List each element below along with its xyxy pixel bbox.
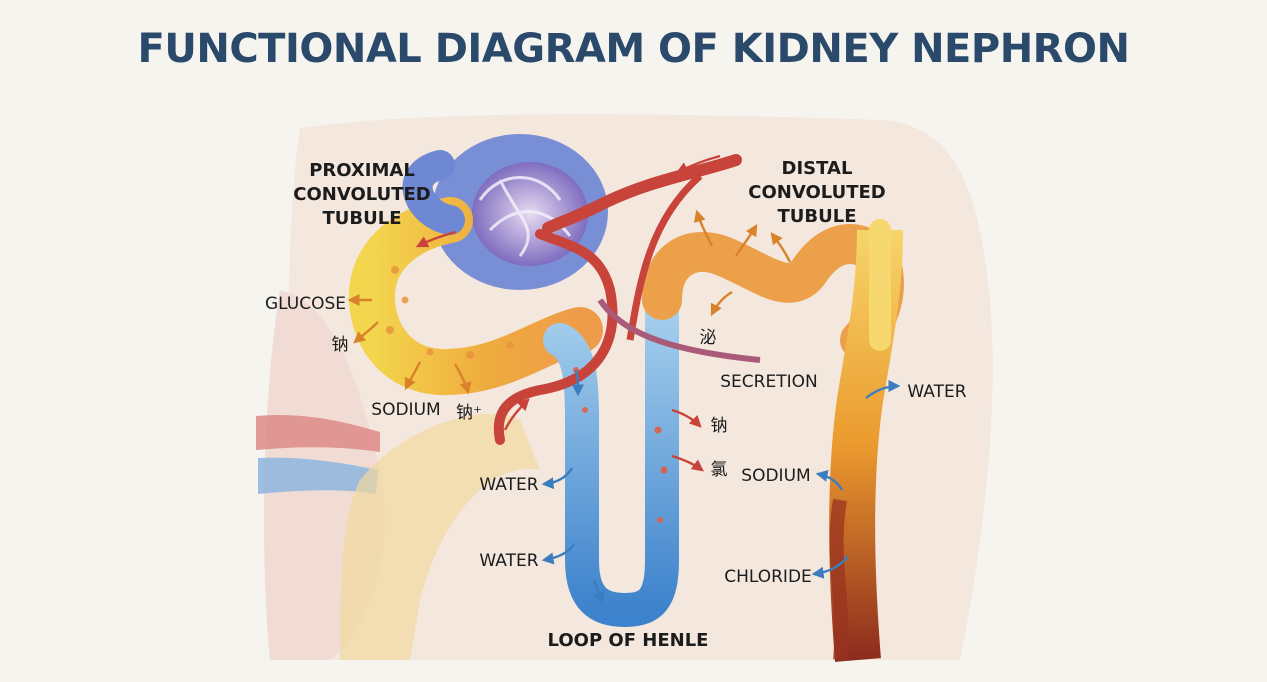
arrow-blue [865, 380, 901, 399]
label-loop-of-henle: LOOP OF HENLE [548, 630, 709, 651]
arrow-blue [811, 555, 849, 579]
arrow-orange [770, 232, 792, 263]
flow-arrows [347, 154, 901, 605]
arrow-red [415, 230, 457, 248]
outflow-tubule [340, 413, 540, 660]
bowmans-capsule [432, 134, 608, 290]
arrow-orange [710, 290, 733, 317]
label-mi: 泌 [700, 328, 717, 348]
label-distal-convoluted-tubule: DISTAL CONVOLUTED TUBULE [748, 158, 885, 227]
arrow-orange [404, 361, 422, 391]
renal-vessels-left [256, 414, 380, 494]
loop-of-henle [543, 283, 679, 628]
label-glucose: GLUCOSE [265, 294, 346, 314]
blood-vessels [493, 154, 761, 445]
page-title: FUNCTIONAL DIAGRAM OF KIDNEY NEPHRON [137, 26, 1130, 72]
label-sodium-right: SODIUM [741, 466, 810, 486]
label-water-upper: WATER [479, 475, 538, 495]
arrow-red [671, 454, 704, 472]
arrow-blue [815, 470, 844, 491]
arrow-orange [453, 363, 472, 395]
label-chloride: CHLORIDE [724, 567, 812, 587]
label-sodium-left: SODIUM [371, 400, 440, 420]
arrow-orange [735, 223, 758, 257]
svg-text:TUBULE: TUBULE [323, 208, 402, 229]
svg-text:TUBULE: TUBULE [778, 206, 857, 227]
svg-text:PROXIMAL: PROXIMAL [309, 160, 415, 181]
label-chlorine-cn: 氯 [711, 460, 728, 480]
svg-text:CONVOLUTED: CONVOLUTED [748, 182, 885, 203]
label-secretion: SECRETION [720, 372, 817, 392]
arrow-orange [694, 209, 714, 247]
label-proximal-convoluted-tubule: PROXIMAL CONVOLUTED TUBULE [293, 160, 430, 229]
proximal-convoluted-tubule [348, 150, 603, 396]
arrow-blue [541, 467, 574, 490]
label-sodium-cn-mid: 钠 [711, 416, 728, 436]
svg-text:DISTAL: DISTAL [782, 158, 853, 179]
arrow-red [675, 154, 721, 174]
collecting-duct [829, 219, 903, 662]
arrow-blue [592, 579, 605, 605]
arrow-blue [541, 543, 576, 565]
arrow-orange [353, 321, 379, 344]
arrow-red [671, 408, 702, 428]
arrow-blue [571, 369, 584, 397]
label-water-lower: WATER [479, 551, 538, 571]
label-sodium-plus: 钠⁺ [456, 403, 482, 423]
svg-text:CONVOLUTED: CONVOLUTED [293, 184, 430, 205]
arrow-red [503, 398, 530, 431]
label-water-right: WATER [907, 382, 966, 402]
label-sodium-cn-left: 钠 [332, 335, 349, 355]
